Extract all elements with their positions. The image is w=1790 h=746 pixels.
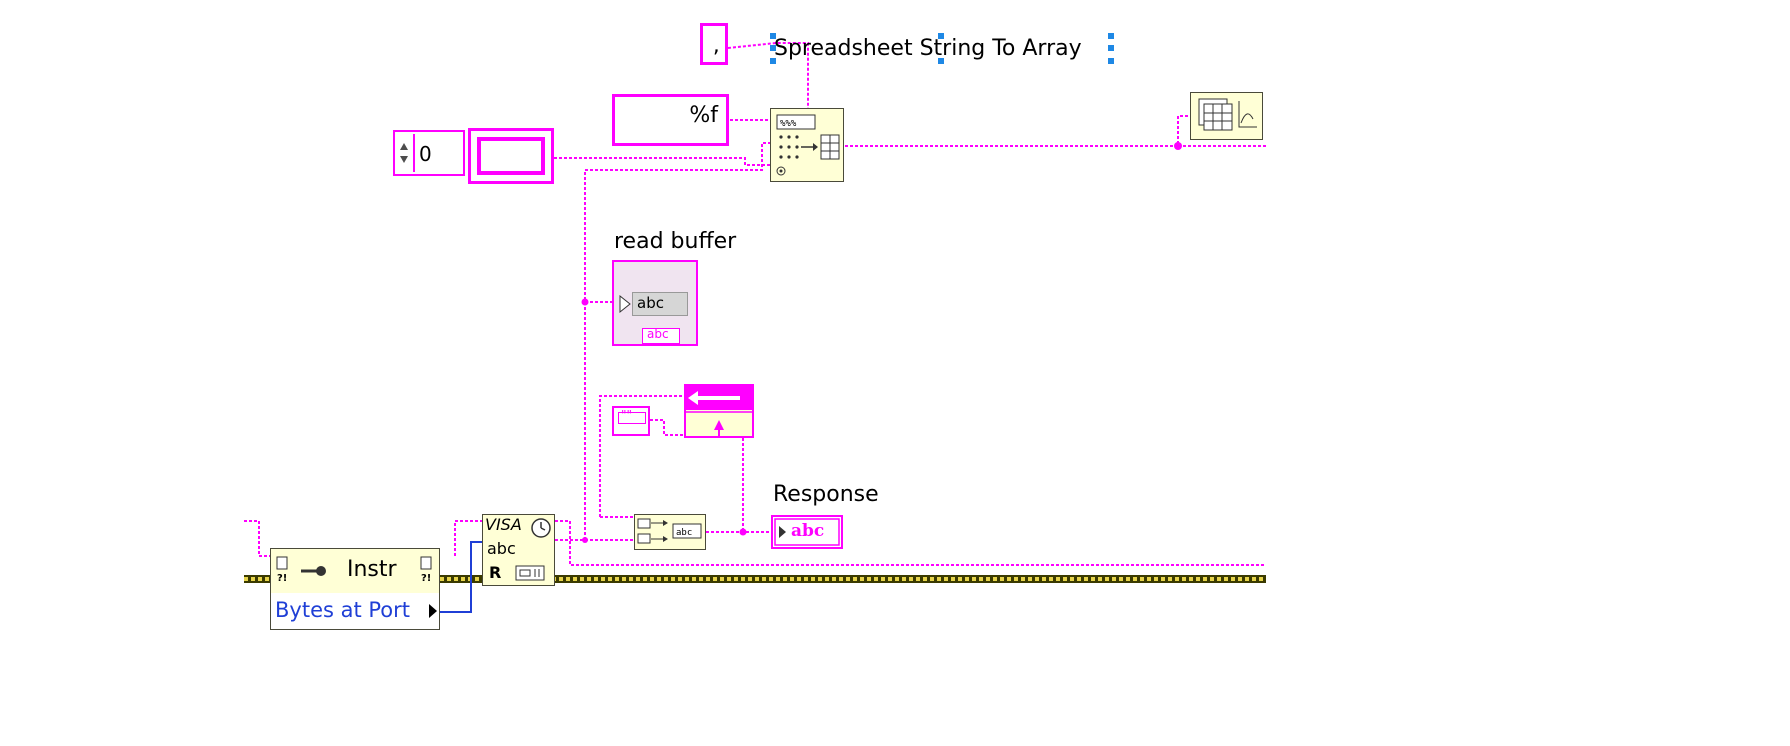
visa-read-function[interactable]: VISA abc R xyxy=(482,514,555,586)
wire-left-in[interactable] xyxy=(244,520,270,557)
delimiter-constant[interactable]: , xyxy=(700,23,728,65)
empty-string-inner: "" xyxy=(618,408,646,424)
string-display: abc xyxy=(632,292,688,316)
spreadsheet-fn-label[interactable]: Spreadsheet String To Array xyxy=(774,36,1082,61)
bytes-at-port-label: Bytes at Port xyxy=(275,598,411,622)
delimiter-value: , xyxy=(711,36,722,57)
wire-string-in[interactable] xyxy=(584,142,771,540)
shift-register-icon xyxy=(686,386,752,436)
wire-visa-right[interactable] xyxy=(555,520,1266,566)
format-value: %f xyxy=(689,103,718,128)
string-indicator-icon xyxy=(774,518,840,546)
concatenate-strings-icon: abc xyxy=(637,518,702,544)
graph-indicator[interactable] xyxy=(1190,92,1263,140)
instr-label: Instr xyxy=(347,557,397,582)
empty-string-constant[interactable]: "" xyxy=(612,406,650,436)
up-down-arrows-icon xyxy=(400,143,408,163)
wire-bytes-at-port[interactable] xyxy=(440,541,482,613)
response-indicator[interactable]: abc xyxy=(771,515,843,549)
visa-label: VISA xyxy=(485,515,522,534)
wire-loop-left[interactable] xyxy=(599,395,684,517)
wire-visa-left[interactable] xyxy=(454,520,482,556)
read-buffer-label[interactable]: read buffer xyxy=(614,229,737,254)
read-buffer-icon xyxy=(515,565,545,581)
wire-index[interactable] xyxy=(554,157,771,166)
instr-header: ?! Instr ?! xyxy=(271,549,439,594)
svg-text:?!: ?! xyxy=(277,573,287,583)
wire-array-out[interactable] xyxy=(845,115,1190,147)
error-out-icon: ?! xyxy=(420,556,432,583)
read-buffer-indicator[interactable]: abc abc xyxy=(612,260,698,346)
wire-empty-str[interactable] xyxy=(650,419,684,436)
error-in-icon: ?! xyxy=(276,556,288,583)
selection-handle[interactable] xyxy=(1108,33,1114,39)
output-arrow-icon xyxy=(429,604,437,618)
index-control[interactable]: 0 xyxy=(393,130,465,176)
selection-handle[interactable] xyxy=(1108,58,1114,64)
concatenate-strings-function[interactable]: abc xyxy=(634,514,706,550)
svg-text:%%%: %%% xyxy=(780,119,797,129)
visa-abc: abc xyxy=(487,539,516,558)
abc-badge-text: abc xyxy=(647,327,669,341)
increment-arrows[interactable] xyxy=(397,134,415,172)
shift-register-inner xyxy=(477,137,545,175)
bytes-at-port-property[interactable]: Bytes at Port xyxy=(271,593,439,629)
selection-handle[interactable] xyxy=(938,33,944,39)
response-abc: abc xyxy=(791,521,825,541)
svg-text:?!: ?! xyxy=(421,573,431,583)
instr-property-node[interactable]: ?! Instr ?! Bytes at Port xyxy=(270,548,440,630)
response-label[interactable]: Response xyxy=(773,482,879,507)
terminal-badge: abc xyxy=(642,327,680,344)
selection-handle[interactable] xyxy=(938,58,944,64)
selection-handle[interactable] xyxy=(1108,45,1114,51)
feedback-shift-register[interactable] xyxy=(684,384,754,438)
format-constant[interactable]: %f xyxy=(612,94,729,146)
svg-text:abc: abc xyxy=(676,528,692,538)
selection-handle[interactable] xyxy=(770,33,776,39)
input-arrow-icon xyxy=(619,294,631,314)
clock-icon xyxy=(531,518,551,538)
selection-handle[interactable] xyxy=(770,58,776,64)
spreadsheet-string-to-array-icon: %%% xyxy=(776,114,840,176)
selection-handle[interactable] xyxy=(770,45,776,51)
graph-indicator-icon xyxy=(1198,98,1257,131)
abc-text: abc xyxy=(637,294,664,312)
shift-register-string[interactable] xyxy=(468,128,554,184)
visa-r: R xyxy=(489,563,502,582)
spreadsheet-string-to-array-function[interactable]: %%% xyxy=(770,108,844,182)
index-value: 0 xyxy=(419,142,432,166)
key-icon xyxy=(301,566,326,576)
empty-string-value: "" xyxy=(621,408,633,422)
